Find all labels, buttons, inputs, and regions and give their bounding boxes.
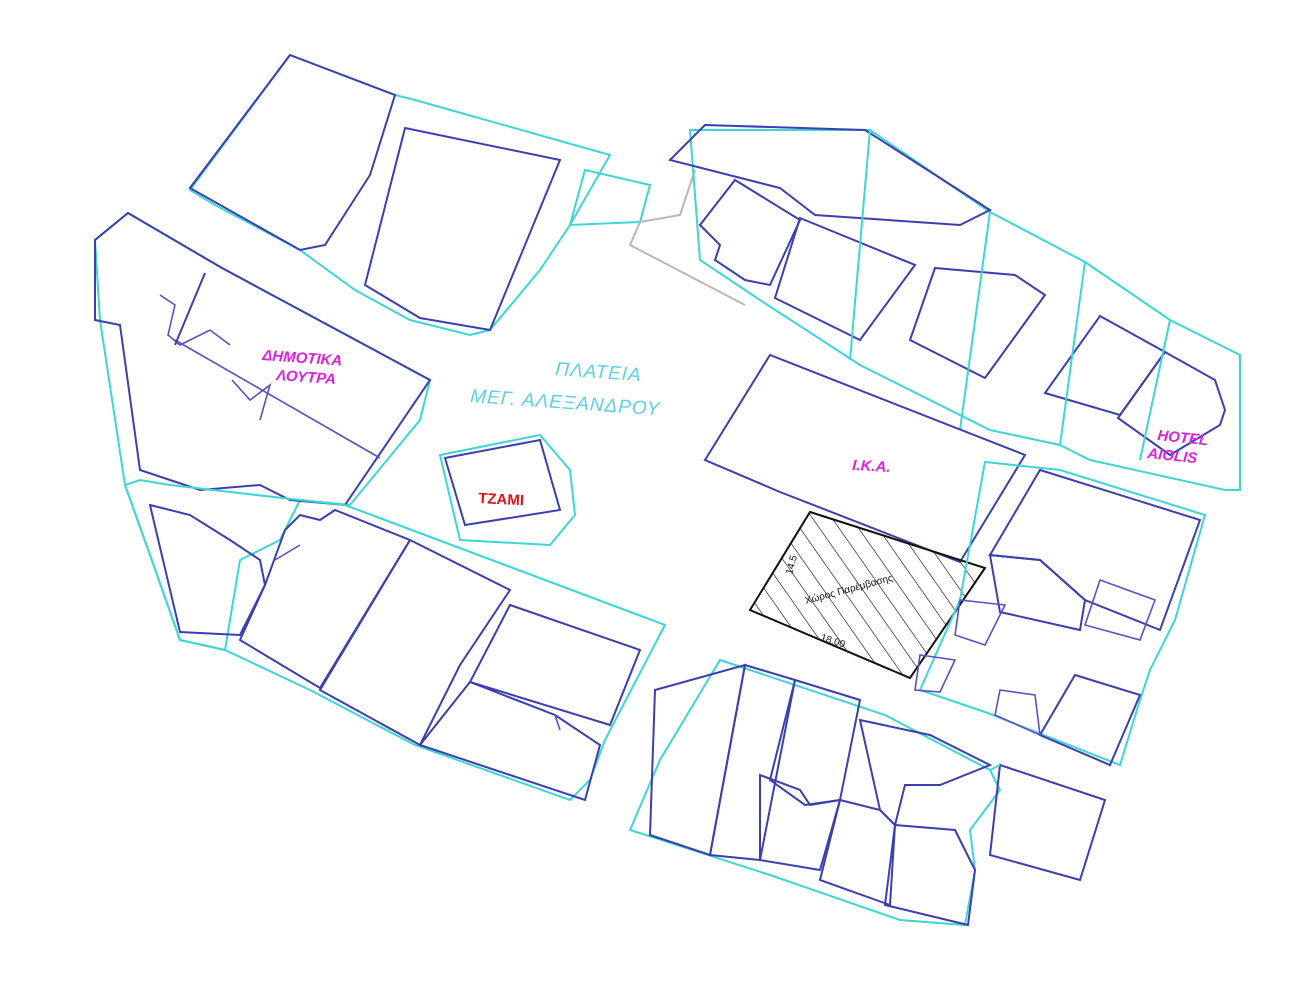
intervention-area (748, 510, 987, 680)
block-north-east (668, 123, 1241, 491)
block-north-small (568, 168, 746, 306)
dimension-depth-label: 14.5 (784, 554, 800, 576)
hotel-label-line1: HOTEL (1157, 427, 1209, 449)
baths-label-line2: ΛΟΥΤΡΑ (275, 367, 337, 388)
square-label-line2: ΜΕΓ. ΑΛΕΞΑΝΔΡΟΥ (470, 386, 662, 420)
block-north-west (188, 53, 612, 337)
block-west (93, 211, 432, 652)
mosque-plot (438, 433, 577, 547)
block-east (914, 460, 1207, 767)
block-south-east (628, 658, 1107, 927)
hotel-label-line2: AIOLIS (1146, 445, 1199, 467)
mosque-label: ΤΖΑΜΙ (478, 490, 525, 509)
ika-building (703, 353, 1027, 564)
baths-label-line1: ΔΗΜΟΤΙΚΑ (261, 347, 343, 370)
ika-label: Ι.Κ.Α. (852, 457, 891, 476)
block-south-west (123, 478, 667, 802)
square-label-line1: ΠΛΑΤΕΙΑ (555, 359, 643, 386)
